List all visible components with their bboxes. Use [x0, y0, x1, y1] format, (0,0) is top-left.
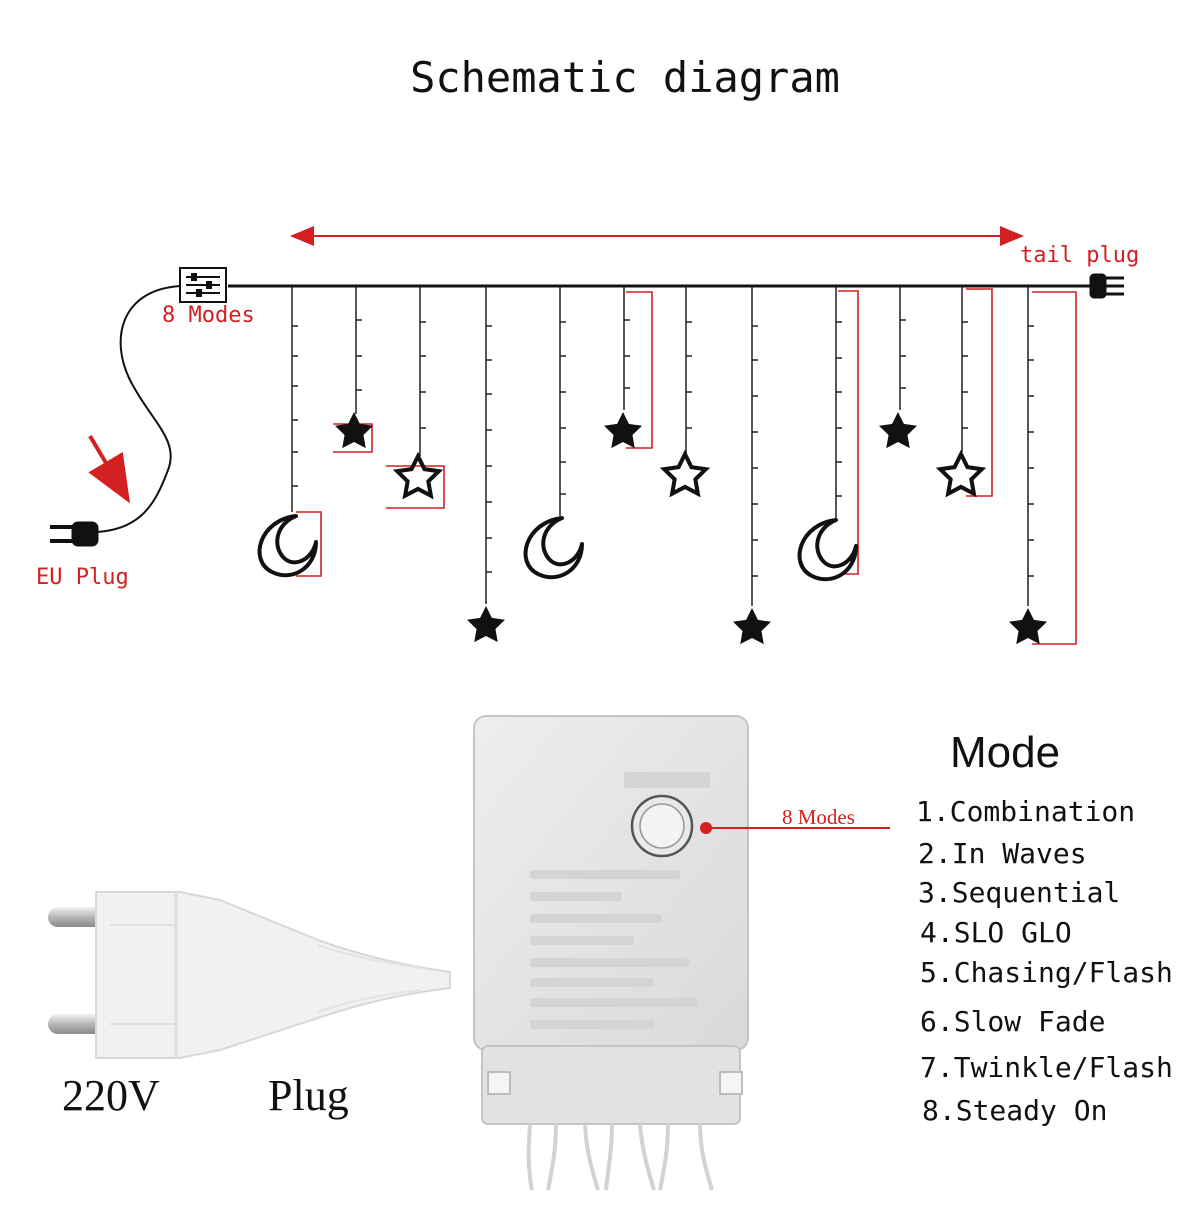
led-ticks — [292, 319, 1034, 577]
star-outline-icon — [397, 456, 439, 496]
star-filled-icon — [466, 606, 506, 643]
button-modes-label: 8 Modes — [782, 805, 855, 829]
star-filled-icon — [732, 608, 772, 645]
mode-button[interactable] — [630, 794, 694, 858]
tail-plug-label: tail plug — [1020, 243, 1139, 268]
plug-label: Plug — [268, 1071, 349, 1120]
crescent-moon-icon — [797, 518, 858, 582]
star-filled-icon — [334, 412, 374, 449]
tail-plug-icon — [1089, 273, 1124, 299]
light-strands — [291, 286, 1029, 606]
dimension-brackets — [296, 288, 1077, 645]
mode-item: 3.Sequential — [918, 876, 1120, 909]
star-outline-icon — [664, 454, 706, 494]
mode-item: 7.Twinkle/Flash — [920, 1051, 1173, 1084]
star-outline-icon — [940, 454, 982, 494]
voltage-label: 220V — [62, 1071, 160, 1120]
eu-plug-icon — [50, 521, 99, 547]
eu-plug-pointer-arrow — [88, 434, 131, 504]
mode-item: 5.Chasing/Flash — [920, 956, 1173, 989]
controller-icon — [179, 267, 227, 303]
diagram-title: Schematic diagram — [410, 53, 840, 102]
mode-item: 8.Steady On — [922, 1094, 1107, 1127]
mode-list: 1.Combination 2.In Waves 3.Sequential 4.… — [916, 795, 1173, 1127]
eu-plug-photo — [48, 891, 451, 1059]
mode-item: 4.SLO GLO — [920, 916, 1072, 949]
controller-modes-label: 8 Modes — [162, 303, 255, 328]
star-filled-icon — [878, 412, 918, 449]
mode-heading: Mode — [950, 728, 1060, 777]
mode-item: 6.Slow Fade — [920, 1005, 1105, 1038]
mode-button-callout — [700, 822, 890, 834]
crescent-moon-icon — [523, 516, 584, 580]
mode-item: 2.In Waves — [918, 837, 1087, 870]
star-filled-icon — [1008, 608, 1048, 645]
mode-item: 1.Combination — [916, 795, 1135, 828]
crescent-moon-icon — [257, 514, 318, 578]
star-filled-icon — [603, 412, 643, 449]
controller-box-photo — [473, 715, 749, 1191]
eu-plug-label: EU Plug — [36, 565, 129, 590]
power-cable — [94, 285, 181, 533]
